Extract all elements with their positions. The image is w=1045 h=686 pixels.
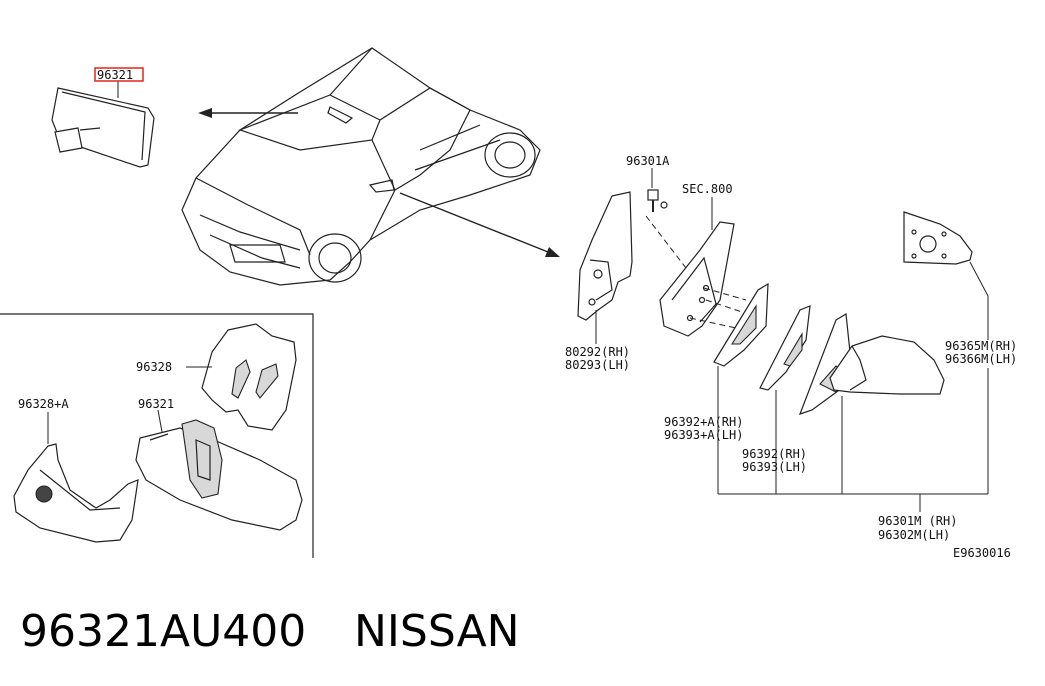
assembly-leader-lines bbox=[717, 366, 989, 512]
label-detail-cover-a: 96328+A bbox=[18, 397, 69, 411]
highlight-box bbox=[94, 67, 144, 82]
label-detail-mirror: 96321 bbox=[138, 397, 174, 411]
mirror-cap-icon bbox=[903, 211, 973, 265]
label-finisher-rh: 96392(RH) bbox=[742, 447, 807, 461]
label-assy-rh: 96301M (RH) bbox=[878, 514, 957, 528]
label-bolt: 96301A bbox=[626, 154, 670, 168]
label-assy-lh: 96302M(LH) bbox=[878, 528, 950, 542]
door-section-icon bbox=[659, 221, 735, 337]
corner-cover-icon bbox=[577, 191, 633, 321]
detail-mirror-icon bbox=[135, 419, 303, 531]
label-detail-cover: 96328 bbox=[136, 360, 172, 374]
detail-box bbox=[0, 313, 314, 558]
mirror-cover-icon bbox=[201, 323, 297, 431]
finisher-icon bbox=[759, 305, 811, 391]
bracket-cover-icon bbox=[13, 443, 139, 543]
callout-arrows bbox=[198, 108, 560, 257]
label-finisher-lh: 96393(LH) bbox=[742, 460, 807, 474]
label-finisher-a-lh: 96393+A(LH) bbox=[664, 428, 743, 442]
label-mirror-rh: 96365M(RH) bbox=[945, 339, 1017, 353]
label-finisher-a-rh: 96392+A(RH) bbox=[664, 415, 743, 429]
label-mirror-lh: 96366M(LH) bbox=[945, 352, 1017, 366]
projection-lines bbox=[645, 215, 747, 329]
finisher-a-icon bbox=[713, 282, 769, 367]
car-illustration bbox=[181, 47, 541, 286]
label-cover-rh: 80292(RH) bbox=[565, 345, 630, 359]
part-number: 96321AU400 bbox=[20, 606, 306, 657]
rearview-mirror-icon bbox=[51, 81, 155, 168]
bolt-icon bbox=[647, 189, 668, 212]
label-mirror-top: 96321 bbox=[97, 68, 133, 82]
brand-name: NISSAN bbox=[354, 606, 520, 657]
label-cover-lh: 80293(LH) bbox=[565, 358, 630, 372]
mirror-housing-icon bbox=[829, 335, 945, 395]
label-diagram-code: E9630016 bbox=[953, 546, 1011, 560]
label-section: SEC.800 bbox=[682, 182, 733, 196]
